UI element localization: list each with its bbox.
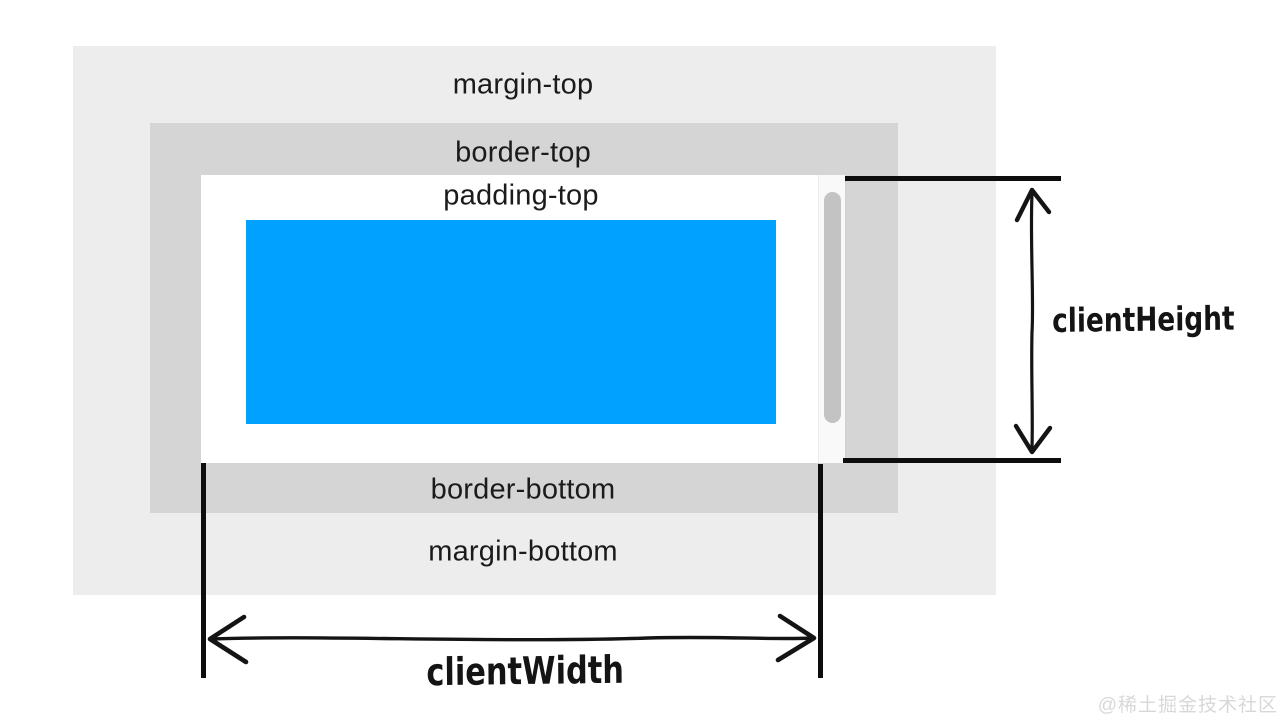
client-width-left-boundary-line (201, 463, 206, 678)
client-height-arrow-icon (1013, 187, 1053, 455)
vertical-scrollbar[interactable] (818, 175, 845, 463)
margin-area: margin-top border-top padding-top border… (73, 46, 996, 595)
border-bottom-label: border-bottom (430, 473, 616, 506)
margin-bottom-label: margin-bottom (428, 535, 618, 568)
client-width-arrow-icon (207, 613, 817, 665)
client-height-bottom-boundary-line (843, 458, 1061, 463)
content-area (246, 220, 776, 424)
padding-area: padding-top (201, 175, 846, 463)
padding-top-label: padding-top (443, 179, 599, 212)
client-height-label: clientHeight (1052, 298, 1235, 340)
watermark-text: @稀土掘金技术社区 (1097, 695, 1278, 716)
margin-top-label: margin-top (452, 68, 594, 101)
border-area: border-top padding-top border-bottom (150, 123, 898, 513)
client-width-label: clientWidth (426, 647, 625, 695)
border-top-label: border-top (455, 136, 591, 169)
client-height-top-boundary-line (845, 176, 1061, 181)
client-width-right-boundary-line (818, 464, 823, 678)
scrollbar-thumb[interactable] (824, 192, 841, 423)
